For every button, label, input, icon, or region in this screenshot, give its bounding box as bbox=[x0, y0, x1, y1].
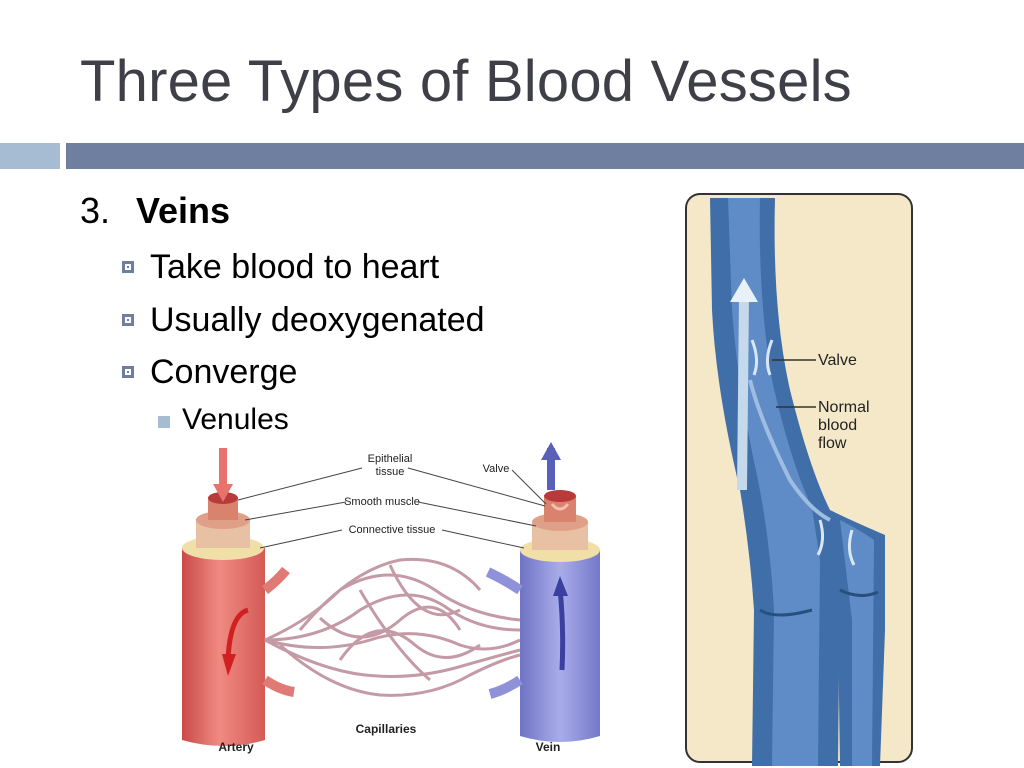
label-epithelial-tissue: Epithelial bbox=[368, 453, 413, 465]
vein-valve-diagram: Valve Normal blood flow bbox=[685, 193, 913, 766]
vein-illustration bbox=[485, 442, 600, 742]
item-number: 3. bbox=[80, 190, 111, 231]
sub-bullet-text: Venules bbox=[182, 403, 289, 436]
title-accent-bar-dark bbox=[66, 143, 1024, 169]
label-vein: Vein bbox=[536, 740, 561, 754]
label-normal-blood-flow: blood bbox=[818, 417, 857, 434]
artery-capillaries-vein-diagram: Epithelial tissue Valve Smooth muscle Co… bbox=[182, 442, 600, 754]
square-bullet-icon bbox=[122, 314, 134, 326]
square-bullet-icon bbox=[122, 366, 134, 378]
item-heading: Veins bbox=[136, 190, 231, 231]
label-smooth-muscle: Smooth muscle bbox=[344, 496, 420, 508]
label-capillaries: Capillaries bbox=[356, 722, 417, 736]
label-epithelial-tissue: tissue bbox=[376, 466, 405, 478]
label-artery: Artery bbox=[218, 740, 254, 754]
capillary-network bbox=[264, 557, 521, 697]
level1-item: 3. Veins bbox=[80, 190, 230, 232]
slide-title: Three Types of Blood Vessels bbox=[80, 49, 852, 114]
bullet-text: Converge bbox=[150, 353, 298, 391]
artery-illustration bbox=[182, 448, 295, 746]
label-connective-tissue: Connective tissue bbox=[349, 524, 436, 536]
filled-square-bullet-icon bbox=[158, 416, 170, 428]
vein-cross-section bbox=[710, 198, 885, 766]
bullet-text: Usually deoxygenated bbox=[150, 301, 485, 339]
label-normal-blood-flow: flow bbox=[818, 435, 847, 452]
square-bullet-icon bbox=[122, 261, 134, 273]
title-accent-bar-light bbox=[0, 143, 60, 169]
bullet-text: Take blood to heart bbox=[150, 248, 440, 286]
label-valve: Valve bbox=[818, 352, 857, 369]
label-valve: Valve bbox=[483, 463, 510, 475]
label-leader-lines bbox=[237, 467, 547, 549]
label-normal-blood-flow: Normal bbox=[818, 399, 870, 416]
label-leader-lines bbox=[772, 359, 816, 408]
